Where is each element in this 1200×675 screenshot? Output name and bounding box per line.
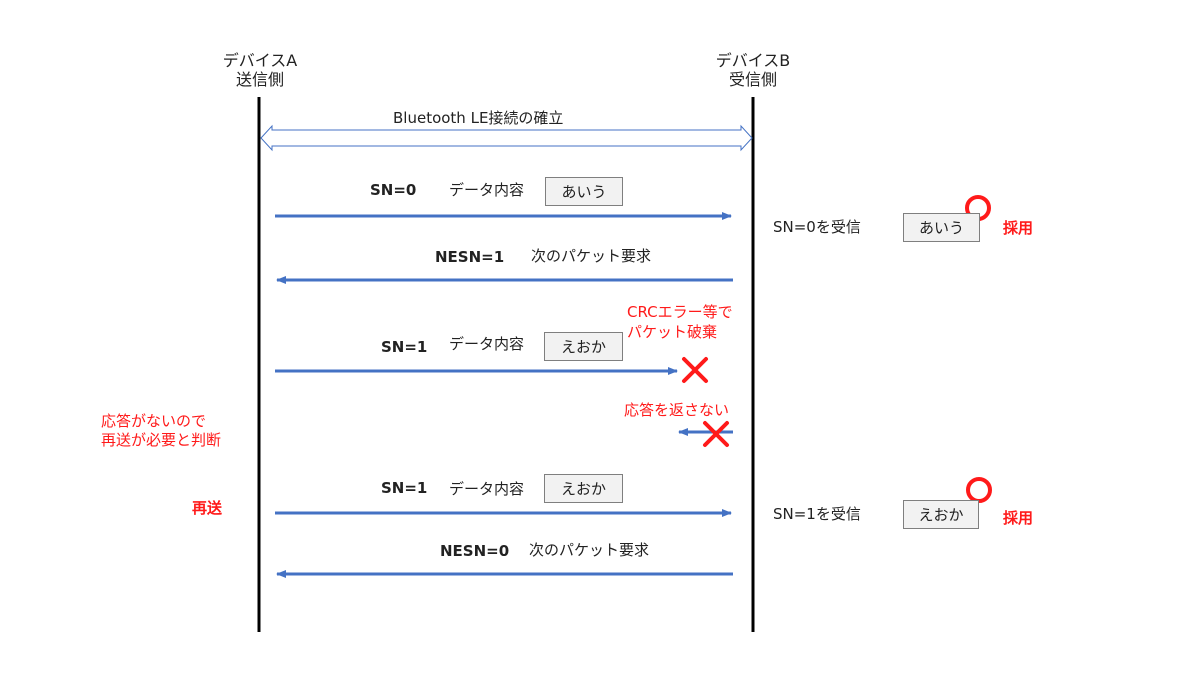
received-data-box: えおか [903,500,979,529]
device-a-header: デバイスA 送信側 [200,51,320,89]
connection-label: Bluetooth LE接続の確立 [393,109,564,127]
no-response-x-mark [703,421,729,447]
sn-label: SN=1 [381,338,428,356]
device-b-role: 受信側 [728,70,777,89]
nesn-label: NESN=0 [440,542,510,560]
receive-status: SN=1を受信 [773,505,861,523]
connection-double-arrow [260,124,753,152]
no-response-note: 応答を返さない [624,401,730,419]
packet-data-box: あいう [545,177,623,206]
sender-judge-note-line1: 応答がないので [101,412,207,430]
receive-status: SN=0を受信 [773,218,861,236]
nesn-label: NESN=1 [435,248,505,266]
received-data-box: あいう [903,213,980,242]
packet-data-box: えおか [544,474,623,503]
data-content-label: データ内容 [449,181,525,199]
device-b-header: デバイスB 受信側 [693,51,813,89]
accept-circle-icon [966,477,992,503]
data-content-label: データ内容 [449,335,525,353]
next-packet-request-label: 次のパケット要求 [529,541,650,559]
crc-error-note-line2: パケット破棄 [627,323,718,341]
accepted-label: 採用 [1003,219,1034,237]
crc-error-note-line1: CRCエラー等で [627,303,733,321]
device-a-role: 送信側 [235,70,284,89]
resend-label: 再送 [192,499,223,517]
drop-x-mark [682,357,708,383]
sn-label: SN=0 [370,181,417,199]
data-content-label: データ内容 [449,480,525,498]
sn-label: SN=1 [381,479,428,497]
device-a-name: デバイスA [222,51,298,70]
next-packet-request-label: 次のパケット要求 [531,247,652,265]
device-b-name: デバイスB [715,51,791,70]
accepted-label: 採用 [1003,509,1034,527]
packet-data-box: えおか [544,332,623,361]
sender-judge-note-line2: 再送が必要と判断 [101,431,222,449]
